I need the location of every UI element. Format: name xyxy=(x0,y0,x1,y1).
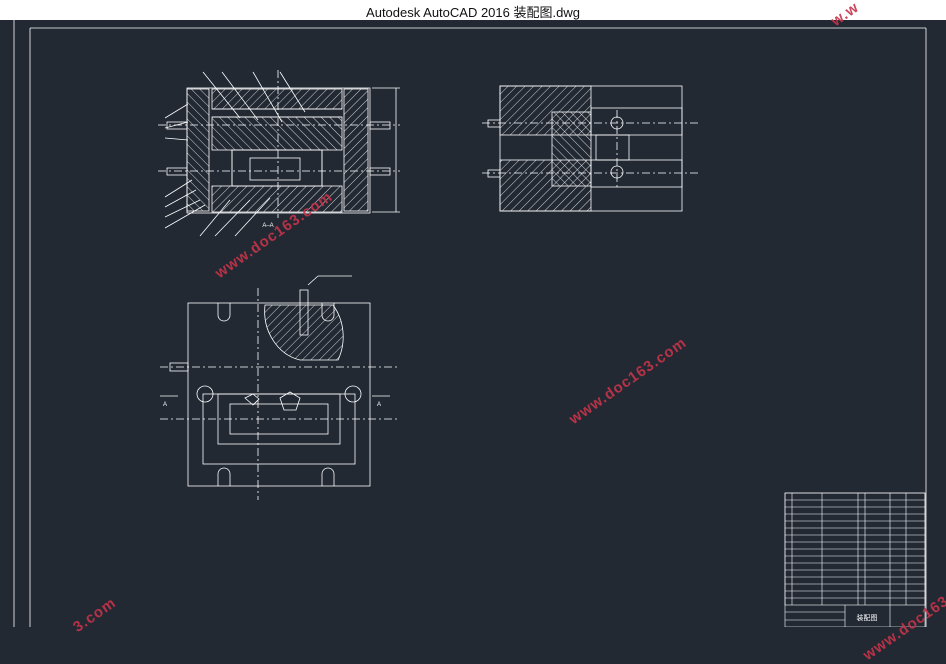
section-mark-left: A xyxy=(163,402,167,408)
section-mark-right: A xyxy=(377,402,381,408)
title-block xyxy=(784,492,926,628)
drawing-frame xyxy=(13,20,927,627)
section-label: A–A xyxy=(262,223,273,229)
side-view xyxy=(482,85,700,212)
title-bar: Autodesk AutoCAD 2016 装配图.dwg xyxy=(0,0,946,20)
drawing-canvas[interactable]: A–A xyxy=(0,20,946,628)
window-title: Autodesk AutoCAD 2016 装配图.dwg xyxy=(366,5,580,20)
top-view xyxy=(160,275,400,500)
front-section-view xyxy=(158,70,400,237)
cad-drawing: A–A xyxy=(13,20,927,628)
title-block-name: 装配图 xyxy=(857,613,878,622)
